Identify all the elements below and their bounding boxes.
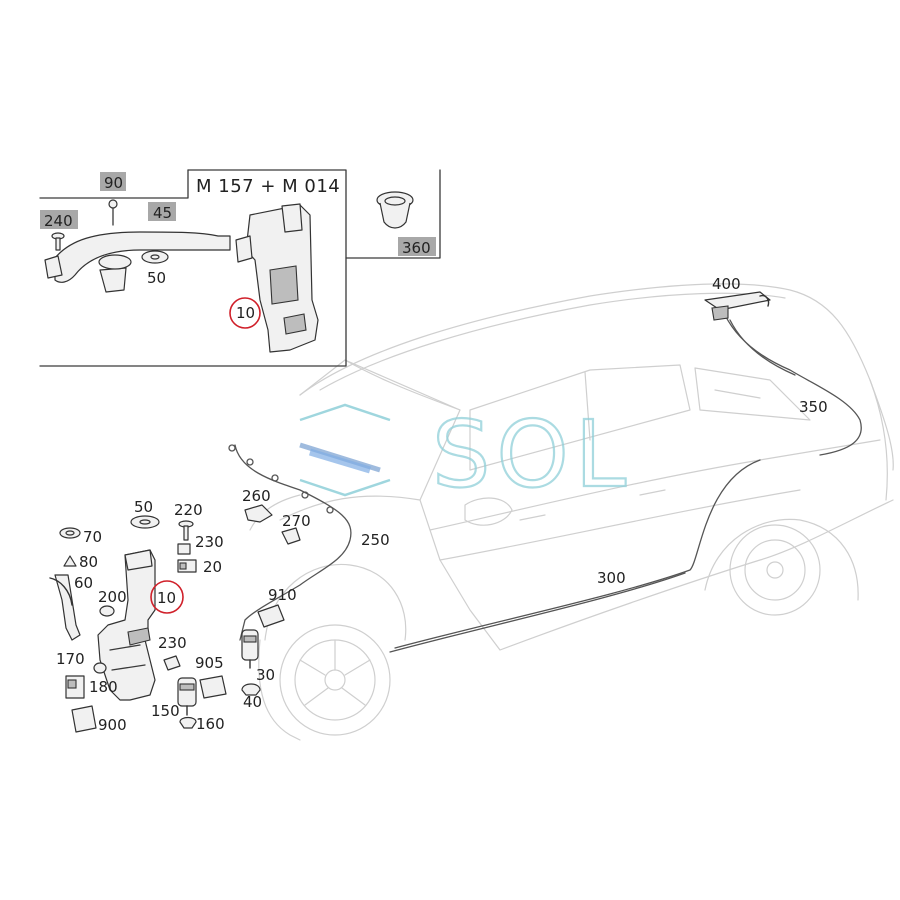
- part-10-reservoir: [97, 549, 156, 701]
- part-230-clip-lower: [163, 655, 181, 671]
- label-905: 905: [195, 654, 224, 672]
- label-inset-10: 10: [236, 304, 255, 322]
- tag-360-bg: [398, 237, 436, 256]
- part-160-grommet: [179, 716, 197, 729]
- part-260-clip: [244, 504, 273, 523]
- hose-rear-350: [724, 314, 862, 456]
- hose-front-250: [228, 444, 352, 641]
- label-inset-240: 240: [44, 212, 73, 230]
- label-170: 170: [56, 650, 85, 668]
- label-160: 160: [196, 715, 225, 733]
- part-910-connector: [257, 604, 285, 628]
- label-60: 60: [74, 574, 93, 592]
- label-30: 30: [256, 666, 275, 684]
- part-60-bracket: [49, 574, 81, 641]
- part-400-rear-nozzle: [704, 291, 771, 321]
- part-170-sensor: [65, 675, 85, 699]
- tag-90-bg: [100, 172, 126, 191]
- label-250: 250: [361, 531, 390, 549]
- label-300: 300: [597, 569, 626, 587]
- label-900: 900: [98, 716, 127, 734]
- label-80: 80: [79, 553, 98, 571]
- tag-240-bg: [40, 210, 78, 229]
- label-400: 400: [712, 275, 741, 293]
- label-350: 350: [799, 398, 828, 416]
- label-270: 270: [282, 512, 311, 530]
- label-230-top: 230: [195, 533, 224, 551]
- label-inset-90: 90: [104, 174, 123, 192]
- label-20: 20: [203, 558, 222, 576]
- part-220-screw: [178, 520, 194, 541]
- part-20-sensor: [177, 559, 197, 573]
- part-200-grommet: [99, 605, 115, 617]
- label-260: 260: [242, 487, 271, 505]
- label-200: 200: [98, 588, 127, 606]
- label-40: 40: [243, 693, 262, 711]
- part-180-plug: [93, 662, 107, 674]
- part-50-washer: [130, 515, 160, 529]
- label-50: 50: [134, 498, 153, 516]
- part-70-cap: [59, 527, 81, 539]
- hose-side-300: [389, 459, 761, 653]
- label-10: 10: [157, 589, 176, 607]
- watermark-text: SOL: [432, 401, 632, 508]
- label-910: 910: [268, 586, 297, 604]
- part-230-clip-top: [177, 543, 191, 555]
- label-150: 150: [151, 702, 180, 720]
- part-80-cone: [63, 555, 77, 567]
- label-220: 220: [174, 501, 203, 519]
- tag-45-bg: [148, 202, 176, 221]
- part-905-bracket: [199, 675, 227, 699]
- part-150-pump: [177, 677, 197, 716]
- label-230-lower: 230: [158, 634, 187, 652]
- label-70: 70: [83, 528, 102, 546]
- label-180: 180: [89, 678, 118, 696]
- part-900-connector: [71, 705, 97, 733]
- highlight-circle-10-inset: [229, 297, 261, 329]
- label-inset-45: 45: [153, 204, 172, 222]
- inset-title: M 157 + M 014: [196, 176, 340, 197]
- highlight-circle-10-main: [150, 580, 184, 614]
- part-40-grommet: [241, 683, 261, 696]
- inset-box: [39, 169, 441, 367]
- part-30-pump: [241, 629, 259, 669]
- car-outline: [249, 283, 894, 741]
- watermark-logo: [299, 403, 391, 497]
- label-inset-50: 50: [147, 269, 166, 287]
- label-inset-360: 360: [402, 239, 431, 257]
- part-270-clip: [281, 527, 301, 545]
